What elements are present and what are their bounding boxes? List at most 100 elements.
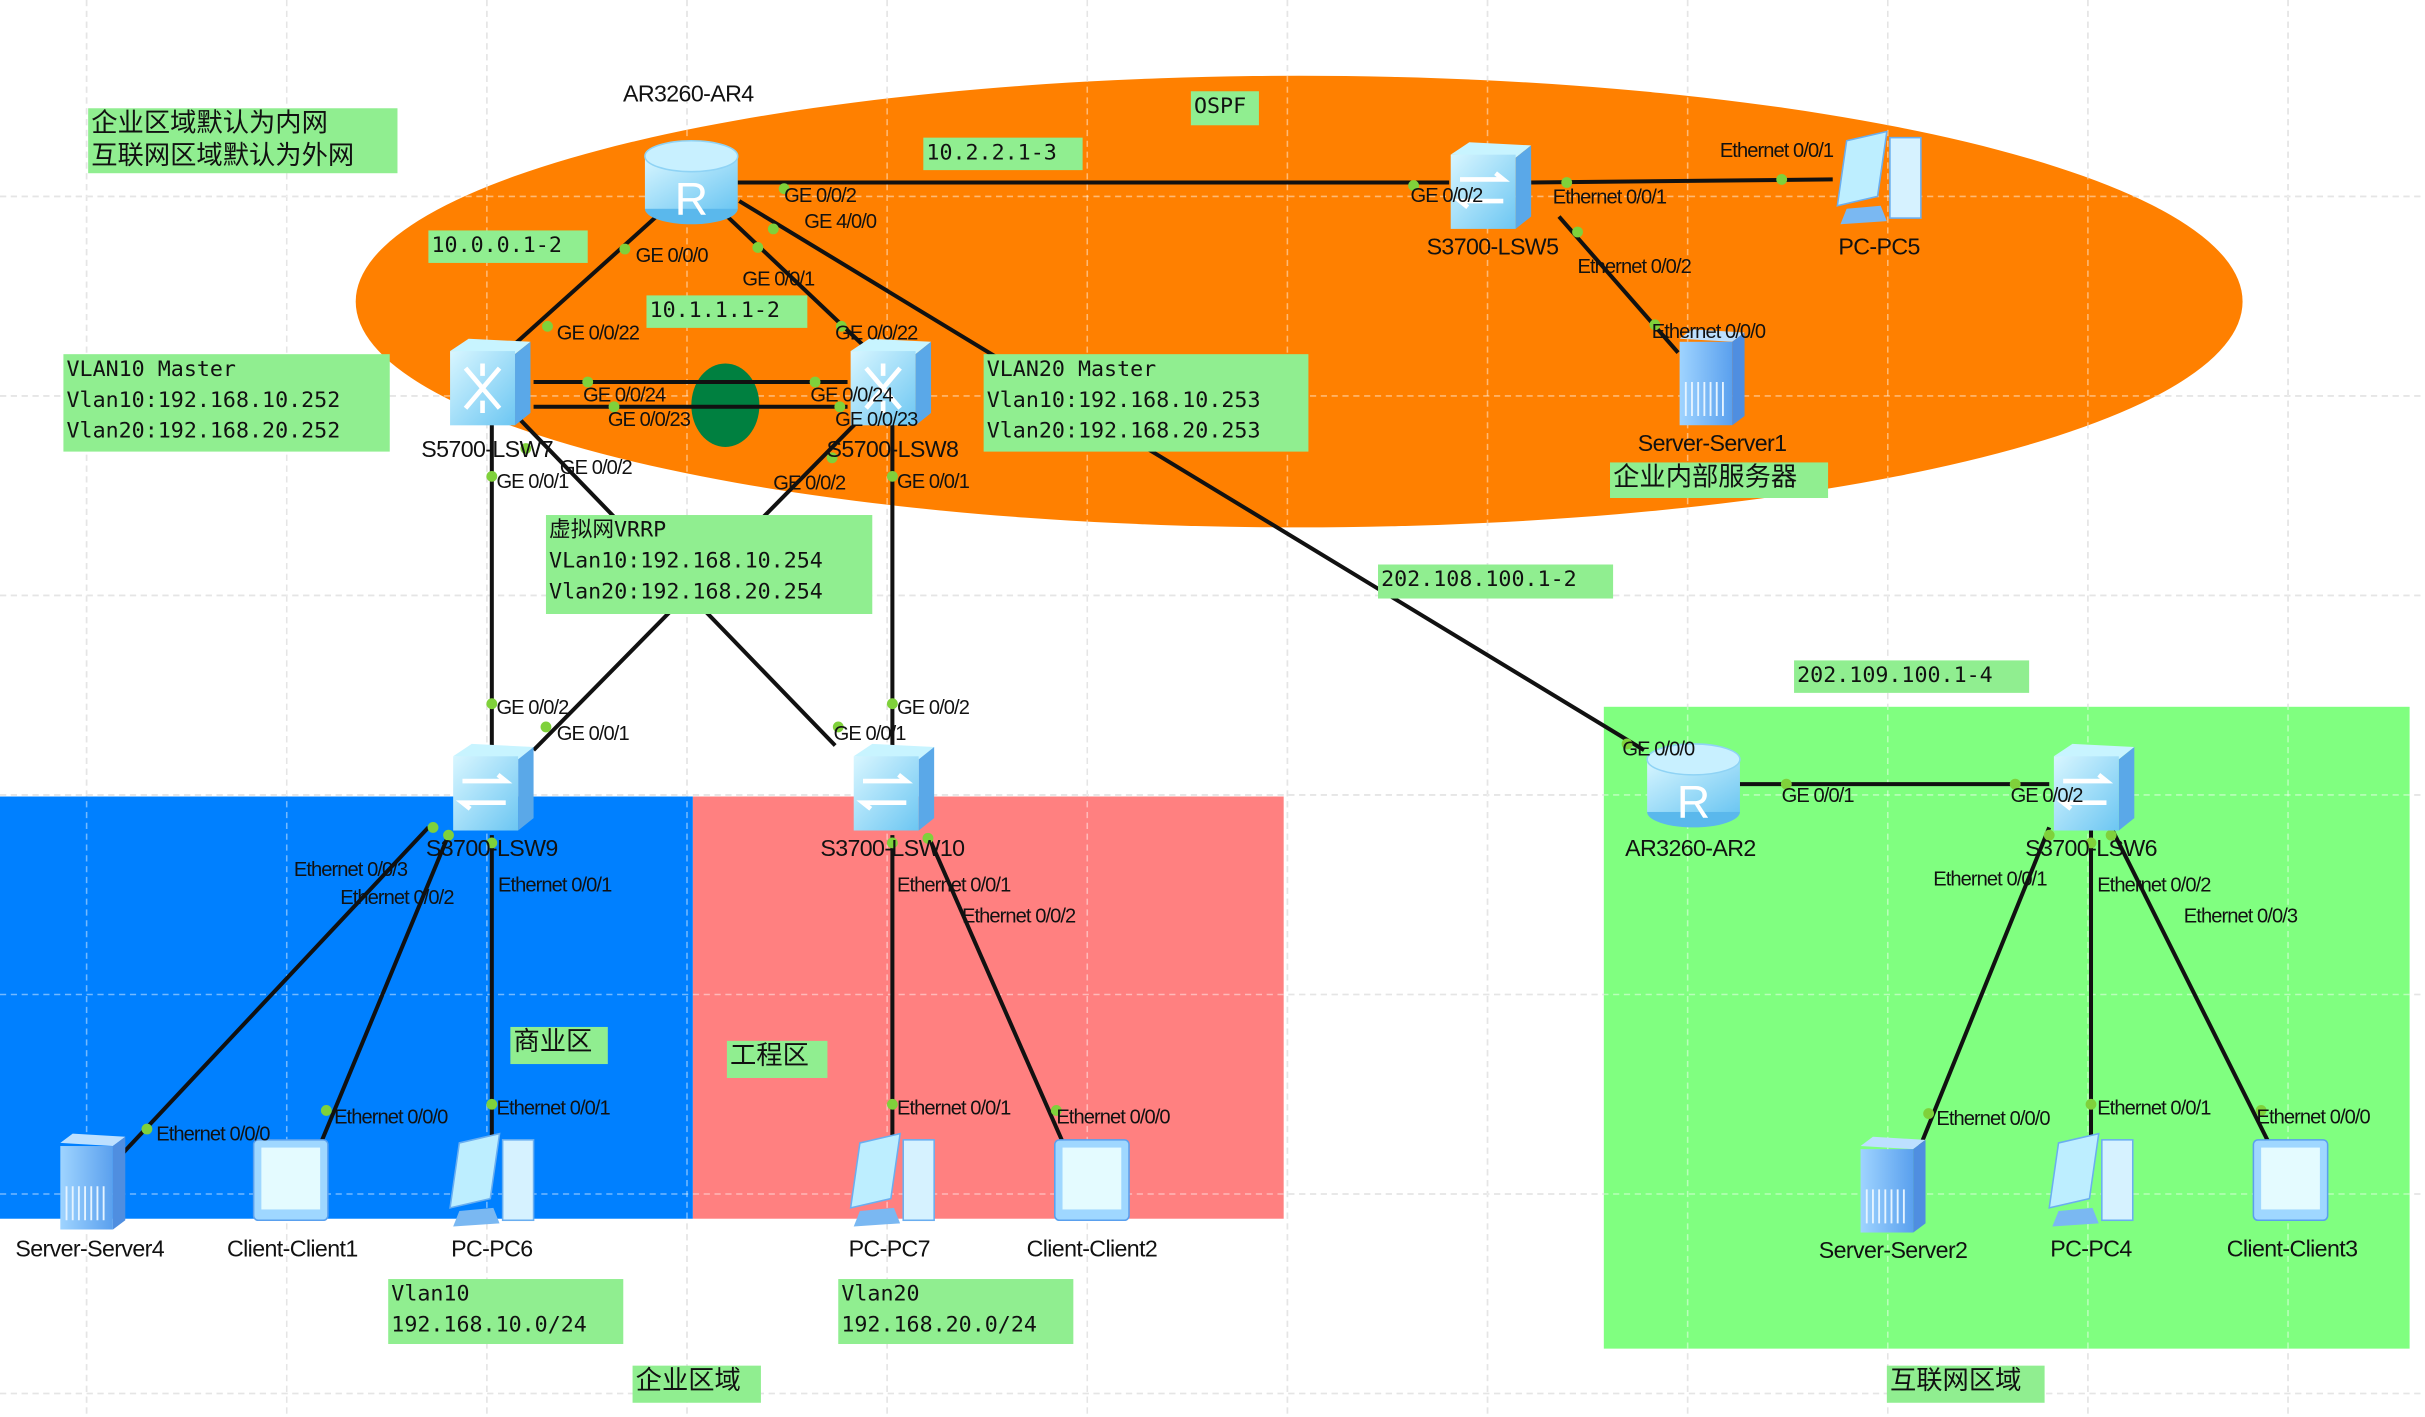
link-line[interactable] <box>738 199 1646 752</box>
device-label: PC-PC4 <box>2050 1236 2132 1263</box>
port-label: GE 0/0/2 <box>773 470 846 495</box>
client-icon <box>1054 1139 1130 1222</box>
device-client-client2[interactable] <box>1036 1131 1144 1230</box>
port-label: GE 0/0/1 <box>496 469 569 493</box>
port-dot <box>320 1105 332 1116</box>
port-dot <box>752 242 764 253</box>
device-pc-pc5[interactable] <box>1825 128 1933 227</box>
port-label: GE 0/0/2 <box>897 695 970 719</box>
port-label: Ethernet 0/0/1 <box>1552 184 1667 209</box>
port-label: GE 0/0/0 <box>1622 736 1695 761</box>
device-server-server4[interactable] <box>39 1131 147 1230</box>
link-line[interactable] <box>2109 826 2276 1154</box>
port-label: GE 0/0/2 <box>496 695 569 719</box>
note-ospf: OSPF <box>1190 91 1259 126</box>
device-ar3260-ar2[interactable]: R <box>1639 732 1747 831</box>
device-client-client1[interactable] <box>235 1131 343 1230</box>
port-dot <box>1649 319 1661 331</box>
port-label: Ethernet 0/0/0 <box>1936 1106 2050 1130</box>
port-dot <box>1780 778 1792 790</box>
port-label: GE 0/0/1 <box>897 469 970 493</box>
port-label: Ethernet 0/0/1 <box>1719 138 1834 162</box>
device-client-client3[interactable] <box>2235 1131 2343 1230</box>
port-dot <box>1572 226 1583 238</box>
link-line[interactable] <box>926 834 1069 1154</box>
device-server-server2[interactable] <box>1839 1134 1947 1233</box>
switch-icon <box>2053 743 2135 831</box>
note-net-10-2: 10.2.2.1-3 <box>923 137 1083 171</box>
port-dot <box>809 376 821 388</box>
port-dot <box>767 223 779 235</box>
port-dot <box>542 320 553 332</box>
port-label: Ethernet 0/0/0 <box>1056 1105 1170 1129</box>
port-dot <box>886 698 898 710</box>
port-dot <box>486 698 498 710</box>
device-s3700-lsw5[interactable] <box>1435 133 1543 232</box>
port-label: GE 0/0/24 <box>583 382 666 406</box>
port-label: GE 0/0/1 <box>1781 783 1855 807</box>
note-vlan20-subnet: Vlan20 192.168.20.0/24 <box>838 1279 1074 1344</box>
port-dot <box>826 452 838 464</box>
pc-icon <box>1836 130 1922 225</box>
port-label: Ethernet 0/0/2 <box>1577 254 1692 278</box>
port-dot <box>2105 829 2117 841</box>
port-dot <box>619 243 631 255</box>
port-label: GE 0/0/1 <box>742 266 815 290</box>
engineering-zone <box>692 796 1284 1219</box>
port-label: GE 0/0/2 <box>559 455 633 479</box>
device-server-server1[interactable] <box>1658 326 1766 426</box>
device-pc-pc6[interactable] <box>438 1131 546 1230</box>
port-dot <box>886 1098 898 1110</box>
device-s3700-lsw9[interactable] <box>438 735 546 834</box>
port-label: Ethernet 0/0/1 <box>498 873 612 897</box>
port-dot <box>835 320 847 332</box>
device-pc-pc7[interactable] <box>838 1131 946 1230</box>
enterprise-ospf-zone <box>355 75 2243 528</box>
port-dot <box>1561 177 1573 188</box>
link-line[interactable] <box>1915 826 2052 1153</box>
link-line[interactable] <box>122 826 430 1154</box>
device-label: PC-PC5 <box>1838 234 1920 261</box>
link-line[interactable] <box>1557 215 1680 354</box>
device-label: S3700-LSW10 <box>820 835 965 863</box>
port-dot <box>832 721 844 733</box>
port-dot <box>141 1123 153 1135</box>
device-pc-pc4[interactable] <box>2037 1131 2145 1230</box>
port-dot <box>2255 1105 2267 1116</box>
device-s3700-lsw6[interactable] <box>2038 735 2146 834</box>
device-label: Client-Client1 <box>227 1236 358 1263</box>
device-ar3260-ar4[interactable]: R <box>637 128 745 227</box>
link-line[interactable] <box>315 834 451 1153</box>
note-enterprise-zone: 企业区域 <box>632 1365 761 1403</box>
port-label: Ethernet 0/0/2 <box>961 903 1076 928</box>
port-label: GE 4/0/0 <box>804 209 877 233</box>
switch-icon <box>453 743 534 831</box>
device-label: S5700-LSW8 <box>826 436 959 464</box>
server-icon <box>60 1133 126 1230</box>
port-label: Ethernet 0/0/0 <box>1651 319 1766 343</box>
device-label: S3700-LSW6 <box>2025 835 2157 863</box>
link-line[interactable] <box>509 207 667 350</box>
port-dot <box>834 401 846 413</box>
port-label: Ethernet 0/0/2 <box>340 885 454 909</box>
note-business-zone: 商业区 <box>510 1026 608 1065</box>
port-dot <box>520 443 532 454</box>
switch-icon <box>853 743 935 831</box>
note-net-202-109: 202.109.100.1-4 <box>1794 660 2030 693</box>
links <box>122 177 2276 1154</box>
port-label: Ethernet 0/0/1 <box>897 1095 1011 1119</box>
device-s3700-lsw10[interactable] <box>838 735 946 834</box>
client-icon <box>2252 1139 2329 1222</box>
device-s5700-lsw8[interactable] <box>835 329 943 428</box>
device-s5700-lsw7[interactable] <box>435 329 543 428</box>
port-dot <box>1408 180 1420 192</box>
device-label: Server-Server2 <box>1818 1238 1968 1265</box>
port-label: GE 0/0/24 <box>810 382 893 406</box>
port-label: GE 0/0/22 <box>556 320 640 345</box>
l3-switch-icon <box>450 338 531 426</box>
client-icon <box>252 1139 329 1222</box>
router-icon: R <box>1646 743 1741 828</box>
port-label: Ethernet 0/0/1 <box>2097 1095 2211 1119</box>
